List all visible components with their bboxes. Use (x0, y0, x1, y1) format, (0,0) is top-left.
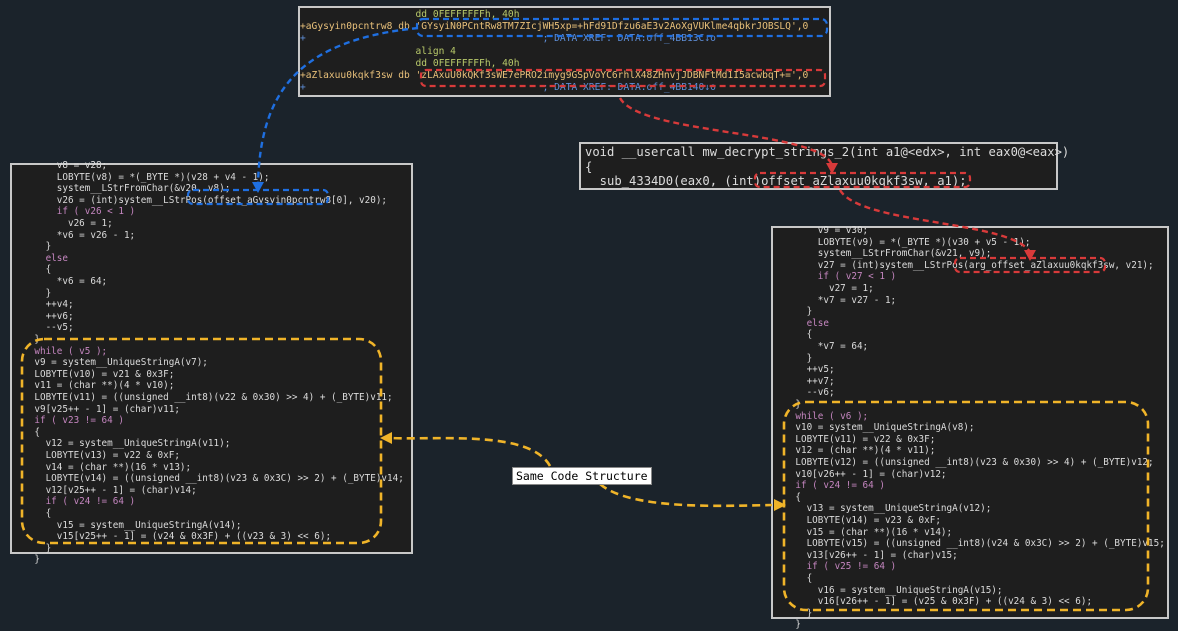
code-line: } (773, 607, 813, 619)
code-line: v9 = system__UniqueStringA(v7); (12, 357, 208, 369)
code-line: +aGysyin0pcntrw8 db 'GYsyiN0PCntRw8TM7ZI… (300, 21, 809, 33)
asm-code-block: dd 0FEFFFFFFh, 40h+aGysyin0pcntrw8 db 'G… (300, 8, 829, 95)
code-line: v26 = 1; (12, 218, 113, 229)
code-line: } (12, 542, 52, 554)
code-line: v8 = v28; (12, 160, 108, 171)
code-line: else (773, 317, 829, 329)
code-line: ++v6; (12, 310, 74, 322)
code-line: if ( v26 < 1 ) (12, 206, 136, 218)
code-line: if ( v24 != 64 ) (773, 480, 885, 492)
code-line: while ( v6 ); (773, 410, 869, 422)
code-line: align 4 (300, 45, 456, 57)
code-line: LOBYTE(v9) = *(_BYTE *)(v30 + v5 - 1); (773, 236, 1031, 248)
code-line: v13[v26++ - 1] = (char)v15; (773, 549, 958, 561)
code-line: LOBYTE(v12) = ((unsigned __int8)(v23 & 0… (773, 457, 1154, 468)
code-line: else (12, 252, 68, 264)
code-line: if ( v23 != 64 ) (12, 415, 124, 427)
code-line: void __usercall mw_decrypt_strings_2(int… (585, 145, 1070, 159)
code-line: *v6 = 64; (12, 276, 108, 287)
code-line: { (12, 426, 40, 438)
code-line: dd 0FEFFFFFFh, 40h (300, 57, 520, 69)
code-line: ++v7; (773, 375, 835, 387)
decrypt-function-panel: void __usercall mw_decrypt_strings_2(int… (579, 142, 1069, 190)
right-decompiled-code: v9 = v30; LOBYTE(v9) = *(_BYTE *)(v30 + … (773, 225, 1167, 630)
code-line: } (12, 334, 40, 345)
code-line: +aZlaxuu0kqkf3sw db 'zLAxuU0kQKf3sWE7ePR… (300, 70, 809, 81)
code-line: ++v4; (12, 299, 74, 311)
code-line: LOBYTE(v8) = *(_BYTE *)(v28 + v4 - 1); (12, 171, 270, 183)
code-line: v9 = v30; (773, 225, 869, 236)
code-line: v13 = system__UniqueStringA(v12); (773, 503, 992, 515)
code-line: v16 = system__UniqueStringA(v15); (773, 584, 1003, 596)
code-line: if ( v24 != 64 ) (12, 496, 136, 508)
code-line: v15[v25++ - 1] = (v24 & 0x3F) + ((v23 & … (12, 531, 332, 543)
code-line: v11 = (char **)(4 * v10); (12, 380, 175, 392)
code-line: v27 = 1; (773, 283, 874, 294)
yellow-connector-left (389, 436, 552, 467)
code-line: v26 = (int)system__LStrPos(offset_aGysyi… (12, 194, 388, 206)
code-line: *v7 = v27 - 1; (773, 294, 897, 306)
code-line: { (585, 159, 593, 174)
code-line: --v6; (773, 387, 835, 399)
code-line: { (12, 264, 52, 276)
code-line: } (773, 399, 801, 410)
code-line: v10[v26++ - 1] = (char)v12; (773, 468, 947, 480)
yellow-connector-right (599, 483, 773, 508)
right-decompiled-panel: v9 = v30; LOBYTE(v9) = *(_BYTE *)(v30 + … (771, 225, 1169, 630)
code-line: + ; DATA XREF: DATA:off_4BB140↓o (300, 82, 716, 94)
code-line: LOBYTE(v11) = v22 & 0x3F; (773, 433, 936, 445)
code-line: v14 = (char **)(16 * v13); (12, 461, 192, 473)
code-line: if ( v27 < 1 ) (773, 271, 897, 283)
code-line: dd 0FEFFFFFFh, 40h (300, 9, 520, 20)
code-line: } (12, 241, 52, 253)
code-line: v15 = (char **)(16 * v14); (773, 526, 953, 538)
code-line: v16[v26++ - 1] = (v25 & 0x3F) + ((v24 & … (773, 596, 1093, 608)
code-line: system__LStrFromChar(&v20, v8); (12, 183, 231, 195)
code-line: LOBYTE(v11) = ((unsigned __int8)(v22 & 0… (12, 392, 393, 403)
code-line: } (773, 619, 801, 631)
code-line: v12[v25++ - 1] = (char)v14; (12, 484, 197, 496)
code-line: system__LStrFromChar(&v21, v9); (773, 248, 992, 260)
code-line: v10 = system__UniqueStringA(v8); (773, 422, 975, 434)
code-line: v12 = system__UniqueStringA(v11); (12, 438, 231, 450)
code-line: { (773, 491, 801, 503)
code-line: --v5; (12, 322, 74, 334)
left-decompiled-panel: v8 = v28; LOBYTE(v8) = *(_BYTE *)(v28 + … (10, 160, 413, 565)
code-line: } (12, 554, 40, 566)
code-line: } (773, 352, 813, 364)
code-line: + ; DATA XREF: DATA:off_4BB13C↓o (300, 33, 716, 45)
code-line: { (773, 329, 813, 341)
code-line: v27 = (int)system__LStrPos(arg_offset_aZ… (773, 259, 1154, 271)
code-line: sub_4334D0(eax0, (int)offset_aZlaxuu0kqk… (585, 174, 967, 188)
code-line: LOBYTE(v15) = ((unsigned __int8)(v24 & 0… (773, 538, 1165, 550)
code-line: LOBYTE(v13) = v22 & 0xF; (12, 450, 180, 461)
asm-strings-panel: dd 0FEFFFFFFh, 40h+aGysyin0pcntrw8 db 'G… (298, 6, 831, 97)
code-line: v9[v25++ - 1] = (char)v11; (12, 403, 180, 415)
code-line: if ( v25 != 64 ) (773, 561, 897, 573)
code-line: LOBYTE(v14) = v23 & 0xF; (773, 515, 941, 526)
code-line: } (12, 287, 52, 299)
code-line: v15 = system__UniqueStringA(v14); (12, 519, 242, 531)
code-line: v12 = (char **)(4 * v11); (773, 445, 936, 457)
code-line: *v7 = 64; (773, 341, 869, 352)
same-code-structure-label: Same Code Structure (512, 467, 652, 485)
code-line: while ( v5 ); (12, 345, 108, 357)
code-line: LOBYTE(v14) = ((unsigned __int8)(v23 & 0… (12, 473, 404, 485)
code-line: } (773, 306, 813, 318)
code-line: *v6 = v26 - 1; (12, 229, 136, 241)
code-line: { (773, 573, 813, 584)
left-decompiled-code: v8 = v28; LOBYTE(v8) = *(_BYTE *)(v28 + … (12, 160, 411, 565)
code-line: { (12, 508, 52, 519)
code-line: LOBYTE(v10) = v21 & 0x3F; (12, 368, 175, 380)
decrypt-function-code: void __usercall mw_decrypt_strings_2(int… (581, 144, 1069, 188)
code-line: ++v5; (773, 364, 835, 376)
